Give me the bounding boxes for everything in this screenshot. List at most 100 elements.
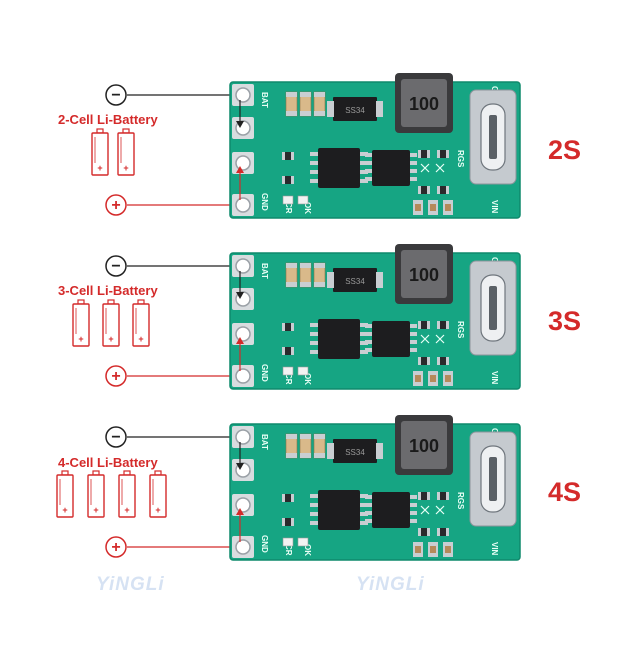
series-tag-3s: 3S (548, 306, 582, 336)
ic-pin (410, 495, 417, 499)
battery-label-3cell: 3-Cell Li-Battery (58, 283, 158, 298)
ic-pin (360, 161, 368, 165)
battery-cell-plus: + (123, 163, 128, 173)
pcb-hole (235, 429, 251, 445)
diode-lead (376, 101, 383, 117)
diode-lead (376, 443, 383, 459)
capacitor-end (286, 263, 297, 268)
smd-end (446, 150, 449, 158)
gnd-label: GND (260, 364, 269, 382)
smd-end (437, 357, 440, 365)
arrow-up-icon (236, 337, 244, 344)
smd-end (437, 528, 440, 536)
capacitor-end (300, 263, 311, 268)
ic-chip (372, 492, 410, 528)
smd-end (446, 321, 449, 329)
cr-label: CR (284, 373, 293, 385)
smd-capacitor-body (415, 546, 421, 553)
smd-resistor (282, 152, 294, 160)
diode-marking: SS34 (345, 277, 365, 286)
ic-chip (318, 490, 360, 530)
bat-label: BAT (260, 434, 269, 450)
smd-end (418, 186, 421, 194)
smd-end (291, 323, 294, 331)
smd-end (282, 176, 285, 184)
smd-end (437, 186, 440, 194)
board-row-4s: ++++−+BATGNDGNDVINCROKRGSSS34100 (56, 415, 521, 561)
pcb-edge (229, 423, 521, 561)
capacitor-end (286, 92, 297, 97)
smd-end (418, 321, 421, 329)
pcb-hole (235, 539, 251, 555)
ic-pin (310, 332, 318, 336)
led-ok (297, 195, 309, 205)
ic-pin (365, 503, 372, 507)
led-ok (297, 366, 309, 376)
capacitor-end (314, 434, 325, 439)
gnd-label: GND (260, 193, 269, 211)
cr-label: CR (284, 202, 293, 214)
smd-end (446, 492, 449, 500)
battery-cell-plus: + (124, 505, 129, 515)
inductor-marking: 100 (409, 94, 439, 114)
bat-label: BAT (260, 92, 269, 108)
arrow-down-icon (236, 292, 244, 299)
smd-resistor (282, 494, 294, 502)
ic-pin (360, 512, 368, 516)
ic-pin (365, 340, 372, 344)
pcb-hole (235, 258, 251, 274)
ic-pin (360, 350, 368, 354)
smd-resistor (418, 528, 430, 536)
battery-cell (117, 132, 135, 176)
plus-sign: + (111, 539, 120, 556)
ic-pin (310, 512, 318, 516)
inductor-top (401, 421, 447, 469)
ic-pin (360, 341, 368, 345)
capacitor-end (314, 282, 325, 287)
smd-resistor (437, 321, 449, 329)
smd-resistor (282, 518, 294, 526)
pcb-hole (235, 368, 251, 384)
rgs-label: RGS (456, 321, 465, 339)
capacitor-end (300, 434, 311, 439)
diode-ss34 (333, 439, 377, 463)
diode-ss34 (333, 268, 377, 292)
minus-sign: − (111, 258, 120, 275)
ic-pin (360, 494, 368, 498)
ic-pin (310, 350, 318, 354)
battery-cell (118, 474, 136, 518)
smd-capacitor-body (415, 375, 421, 382)
pcb-x-mark (420, 334, 430, 344)
battery-cell-plus: + (138, 334, 143, 344)
ic-pin (360, 179, 368, 183)
battery-label-2cell: 2-Cell Li-Battery (58, 112, 158, 127)
ic-pin (365, 495, 372, 499)
battery-cell (87, 474, 105, 518)
ic-pin (365, 511, 372, 515)
smd-end (427, 321, 430, 329)
battery-cell (91, 132, 109, 176)
smd-resistor (418, 150, 430, 158)
smd-end (427, 186, 430, 194)
negative-terminal-icon (105, 426, 127, 448)
inductor-marking: 100 (409, 265, 439, 285)
diode-ss34 (333, 97, 377, 121)
led-ok (297, 537, 309, 547)
smd-end (437, 321, 440, 329)
smd-resistor (437, 492, 449, 500)
ic-pin (410, 348, 417, 352)
smd-resistor (282, 323, 294, 331)
ic-pin (360, 152, 368, 156)
led-cr (282, 195, 294, 205)
pcb-hole (235, 197, 251, 213)
usb-c-tongue (489, 115, 497, 159)
ic-pin (410, 177, 417, 181)
ic-pin (365, 332, 372, 336)
ic-pin (310, 179, 318, 183)
ic-pin (410, 169, 417, 173)
ic-pin (365, 161, 372, 165)
ic-pin (410, 340, 417, 344)
smd-end (437, 492, 440, 500)
